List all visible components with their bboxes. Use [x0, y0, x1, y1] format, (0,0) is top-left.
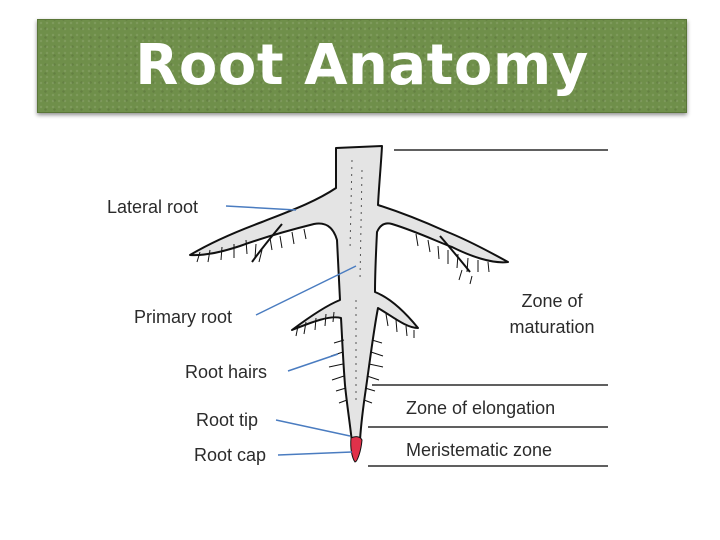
label-zone-maturation-2: maturation — [509, 317, 594, 337]
label-lateral-root: Lateral root — [107, 197, 198, 217]
root-illustration — [189, 145, 509, 463]
label-zone-meristematic: Meristematic zone — [406, 440, 552, 460]
leader-lines — [225, 205, 357, 456]
label-zone-elongation: Zone of elongation — [406, 398, 555, 418]
label-root-hairs: Root hairs — [185, 362, 267, 382]
label-root-tip: Root tip — [196, 410, 258, 430]
leader-lateral-root — [225, 205, 297, 211]
leader-root-tip — [275, 419, 351, 437]
lateral-branch-right — [439, 235, 471, 273]
root-cap-shape — [350, 436, 363, 463]
label-root-cap: Root cap — [194, 445, 266, 465]
leader-root-hairs — [287, 353, 339, 372]
root-hairs-group — [196, 228, 490, 404]
root-texture — [349, 159, 363, 400]
lateral-branch-left — [251, 223, 283, 263]
page-title: Root Anatomy — [135, 33, 589, 98]
zone-dividers — [368, 149, 608, 467]
label-zone-maturation-1: Zone of — [521, 291, 583, 311]
title-banner: Root Anatomy — [37, 19, 687, 113]
label-primary-root: Primary root — [134, 307, 232, 327]
leader-root-cap — [277, 451, 353, 456]
leader-primary-root — [255, 265, 357, 316]
